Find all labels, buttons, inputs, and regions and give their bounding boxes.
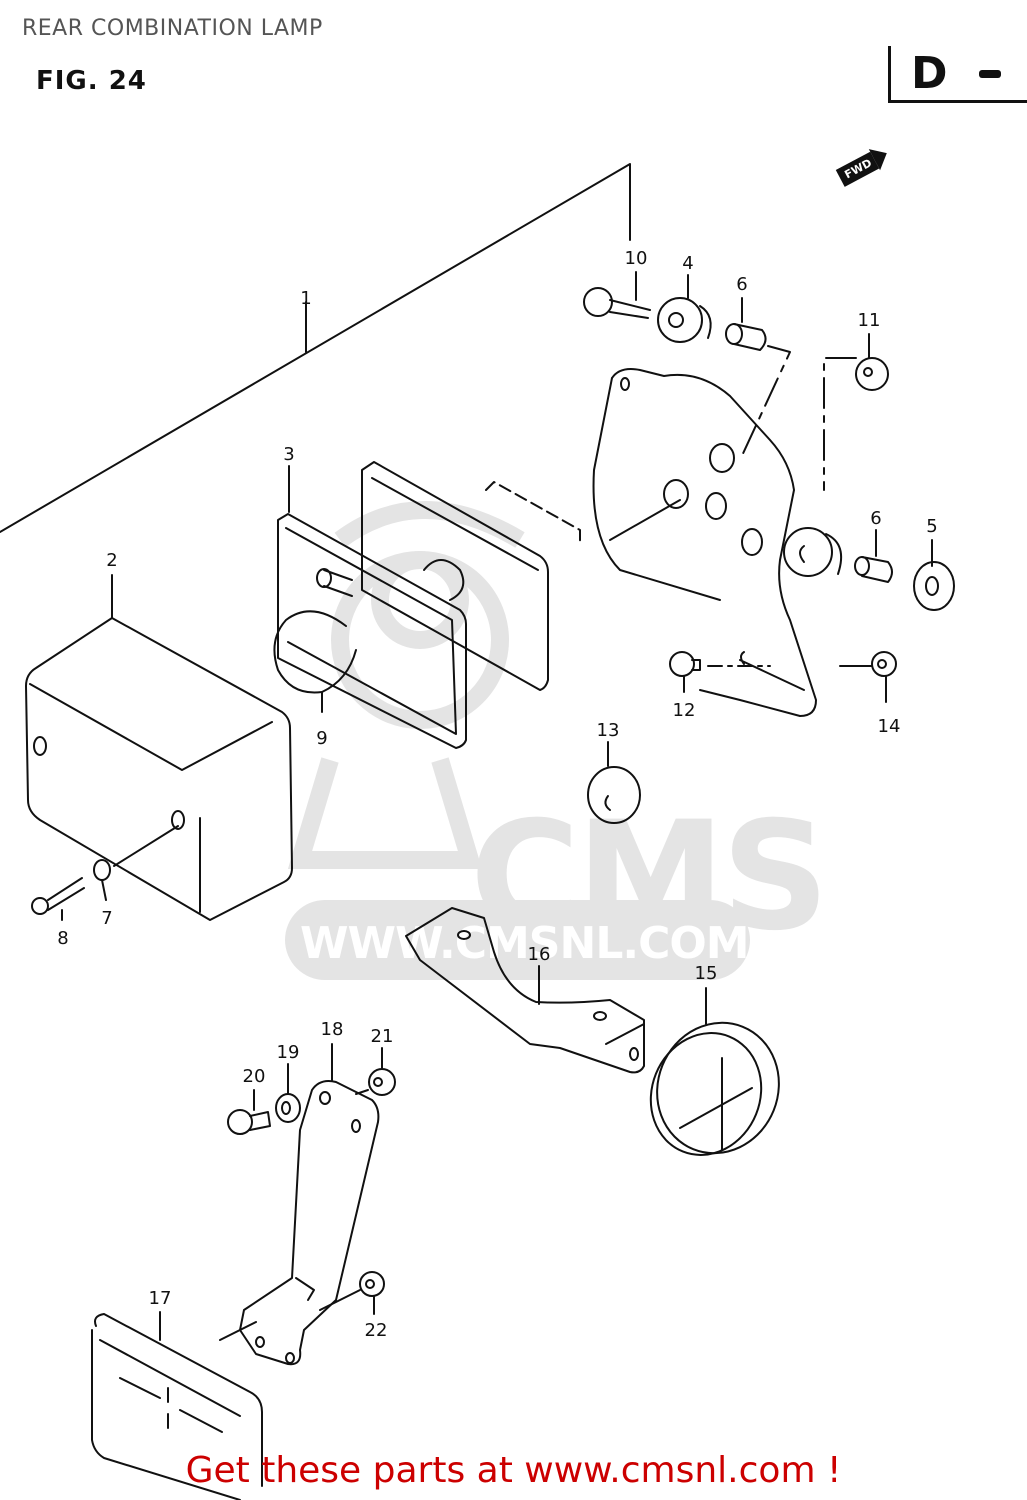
callout-13: 13 [596, 720, 620, 741]
part-13-grommet [587, 741, 641, 824]
callout-6-upper: 6 [736, 274, 748, 295]
callout-10: 10 [624, 248, 648, 269]
callout-21: 21 [370, 1026, 394, 1047]
callout-19: 19 [276, 1042, 300, 1063]
section-dash [979, 70, 1001, 78]
part-2-lens [25, 574, 293, 921]
callout-5: 5 [926, 516, 938, 537]
part-5-washer [913, 539, 955, 611]
callout-22: 22 [364, 1320, 388, 1341]
callout-17: 17 [148, 1288, 172, 1309]
part-3-gasket [277, 465, 467, 749]
part-22-nut [319, 1271, 385, 1315]
part-7-washer [93, 825, 179, 901]
part-8-screw [31, 877, 85, 921]
part-12-bolt [669, 651, 771, 693]
part-20-screw [227, 1089, 271, 1135]
part-6-collar-upper [725, 297, 791, 461]
page-title: REAR COMBINATION LAMP [22, 16, 323, 41]
part-6-collar-lower [854, 529, 893, 583]
callout-11: 11 [857, 310, 881, 331]
figure-number: FIG. 24 [36, 66, 147, 96]
part-17-reflector [91, 1311, 263, 1500]
callout-20: 20 [242, 1066, 266, 1087]
callout-8: 8 [57, 928, 69, 949]
section-code-box: D [888, 46, 1027, 103]
part-4-grommet-lower [783, 527, 842, 577]
callout-2: 2 [106, 550, 118, 571]
part-16-stay [405, 907, 645, 1074]
part-18-bracket [239, 1043, 380, 1366]
part-19-washer [275, 1063, 301, 1123]
part-11-nut [823, 333, 889, 491]
callout-18: 18 [320, 1019, 344, 1040]
callout-16: 16 [527, 944, 551, 965]
main-bracket [592, 368, 817, 717]
part-15-reflector [649, 987, 780, 1156]
callout-15: 15 [694, 963, 718, 984]
lamp-housing [316, 461, 581, 691]
part-10-bolt [583, 271, 651, 319]
callout-14: 14 [877, 716, 901, 737]
part-14-nut [839, 651, 897, 703]
callout-6-lower: 6 [870, 508, 882, 529]
part-4-grommet [657, 274, 712, 343]
callout-9: 9 [316, 728, 328, 749]
callout-3: 3 [283, 444, 295, 465]
part-21-nut [355, 1047, 396, 1096]
callout-1: 1 [300, 288, 312, 309]
assembly-leader-line [0, 163, 631, 533]
section-code: D [911, 48, 948, 99]
part-9-bulb [273, 610, 357, 713]
buy-parts-link[interactable]: Get these parts at www.cmsnl.com ! [185, 1450, 842, 1491]
callout-12: 12 [672, 700, 696, 721]
callout-7: 7 [101, 908, 113, 929]
callout-4: 4 [682, 253, 694, 274]
